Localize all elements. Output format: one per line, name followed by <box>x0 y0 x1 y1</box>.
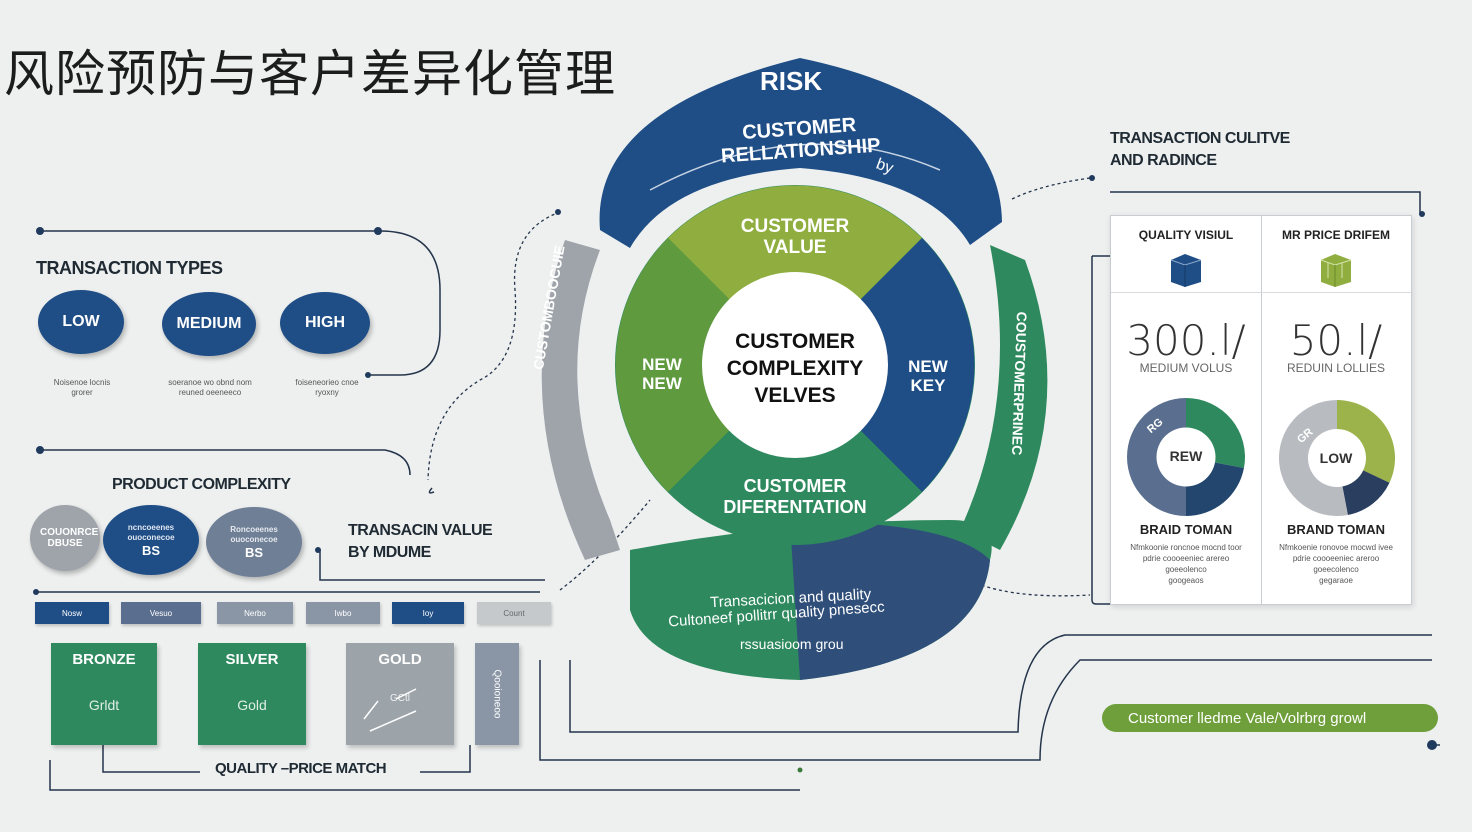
metrics-panel: QUALITY VISIUL 300.l/ MEDIUM VOLUS REW R… <box>1110 215 1412 605</box>
left-arc <box>541 240 620 560</box>
donut-chart-2 <box>1279 400 1395 516</box>
high-note: foiseneorieo cnoe ryoxny <box>295 378 359 397</box>
tier-silver-sub: Gold <box>237 697 267 713</box>
tier-bronze: BRONZE Grldt <box>51 643 157 745</box>
donut-chart-1 <box>1127 398 1245 516</box>
transaction-value-label: TRANSACIN VALUE BY MDUME <box>348 522 493 561</box>
donut-1-segment-3 <box>1127 398 1186 516</box>
metric-col-2: MR PRICE DRIFEM 50.l/ REDUIN LOLLIES LOW… <box>1261 216 1411 604</box>
complexity-navy-label: BS <box>141 542 161 558</box>
tier-gold-name: GOLD <box>378 651 422 668</box>
metric-col-1-brand: BRAID TOMAN <box>1139 522 1233 537</box>
risk-medium-pill: MEDIUM <box>162 292 256 356</box>
complexity-navy-note: ncncoeenes ouoconecoe <box>127 522 175 542</box>
metric-col-1-value: 300.l/ <box>1126 316 1246 365</box>
right-arc <box>960 245 1048 550</box>
risk-high-pill: HIGH <box>280 292 370 354</box>
donut-2-segment-2 <box>1342 470 1390 515</box>
risk-high-label: HIGH <box>305 314 345 331</box>
tier-bronze-name: BRONZE <box>72 651 136 668</box>
bottom-arc-line3: rssuasioom grou <box>740 636 844 652</box>
metric-col-1-head: QUALITY VISIUL <box>1138 228 1234 242</box>
donut-1-segment-1 <box>1186 398 1245 469</box>
metric-col-2-brand: BRAND TOMAN <box>1287 522 1385 537</box>
metric-col-2-brand-sub: Nfmkoenie ronovoe mocwd ivee pdrie coooe… <box>1279 543 1393 585</box>
tier-bronze-sub: Grldt <box>88 697 120 713</box>
tier-silver: SILVER Gold <box>198 643 306 745</box>
box-icon <box>1170 254 1202 287</box>
bar-6: Count <box>477 602 551 624</box>
growth-banner: Customer lledme Vale/Volrbrg growl <box>1102 704 1438 732</box>
wheel-left-label: NEW NEW <box>642 355 682 393</box>
tier-gold: GOLD GCtl <box>346 643 454 745</box>
transaction-culitve-label: TRANSACTION CULITVE AND RADINCE <box>1110 130 1290 169</box>
wheel-bottom-label: CUSTOMER DIFERENTATION <box>723 476 867 517</box>
medium-note: soeranoe wo obnd nom reuned oeeneeco <box>168 378 252 397</box>
donut-1-segment-2 <box>1186 462 1244 516</box>
trend-lines-icon <box>363 688 417 732</box>
bar-1: Nosw <box>35 602 109 624</box>
complexity-slate-pill: Roncoeenes ouoconecoe BS <box>206 507 302 577</box>
donut-2-segment-3 <box>1279 400 1348 516</box>
metric-col-2-sub: REDUIN LOLLIES <box>1286 361 1386 375</box>
donut-2-center: LOW <box>1319 450 1353 466</box>
risk-low-pill: LOW <box>38 290 124 354</box>
donut-1-center: REW <box>1169 448 1203 464</box>
complexity-slate-label: BS <box>244 544 264 560</box>
bar-2: Vesuo <box>121 602 201 624</box>
package-icon <box>1320 254 1352 287</box>
risk-low-label: LOW <box>62 313 100 330</box>
risk-dome <box>599 58 1002 248</box>
complexity-gray-pill: COUONRCE DBUSE <box>30 505 100 571</box>
complexity-navy-pill: ncncoeenes ouoconecoe BS <box>103 505 199 575</box>
tier-gold-sub: GCtl <box>390 693 410 704</box>
transaction-types-label: TRANSACTION TYPES <box>36 258 223 278</box>
complexity-slate-note: Roncoeenes ouoconecoe <box>230 524 278 544</box>
quality-price-label: QUALITY –PRICE MATCH <box>215 760 387 777</box>
page-title: 风险预防与客户差异化管理 <box>4 45 616 103</box>
customer-value-label: CUSTOMER VALUE <box>740 216 850 258</box>
low-note: Noisenoe locnis grorer <box>53 378 111 397</box>
bar-3: Nerbo <box>217 602 293 624</box>
wheel-right-label: NEW KEY <box>908 357 948 395</box>
bar-5: Ioy <box>392 602 464 624</box>
metric-col-1: QUALITY VISIUL 300.l/ MEDIUM VOLUS REW R… <box>1111 216 1261 604</box>
customer-wheel <box>541 58 1048 680</box>
vertical-tag: Qooioneoo <box>475 643 519 745</box>
vertical-tag-text: Qooioneoo <box>491 669 503 719</box>
metric-col-1-brand-sub: Nfmkoonie roncnoe mocnd toor pdrie coooe… <box>1130 543 1242 585</box>
growth-banner-text: Customer lledme Vale/Volrbrg growl <box>1128 709 1367 727</box>
risk-label: RISK <box>760 66 823 96</box>
product-complexity-label: PRODUCT COMPLEXITY <box>112 476 291 493</box>
metric-col-1-sub: MEDIUM VOLUS <box>1139 361 1233 375</box>
wheel-center-label: CUSTOMER COMPLEXITY VELVES <box>726 330 864 407</box>
bar-4: Iwbo <box>306 602 380 624</box>
tier-silver-name: SILVER <box>225 651 279 668</box>
complexity-gray-label: COUONRCE DBUSE <box>40 527 99 549</box>
metric-col-2-value: 50.l/ <box>1289 316 1383 365</box>
metric-col-2-head: MR PRICE DRIFEM <box>1282 228 1390 242</box>
risk-medium-label: MEDIUM <box>176 315 242 332</box>
donut-2-segment-1 <box>1337 400 1395 483</box>
